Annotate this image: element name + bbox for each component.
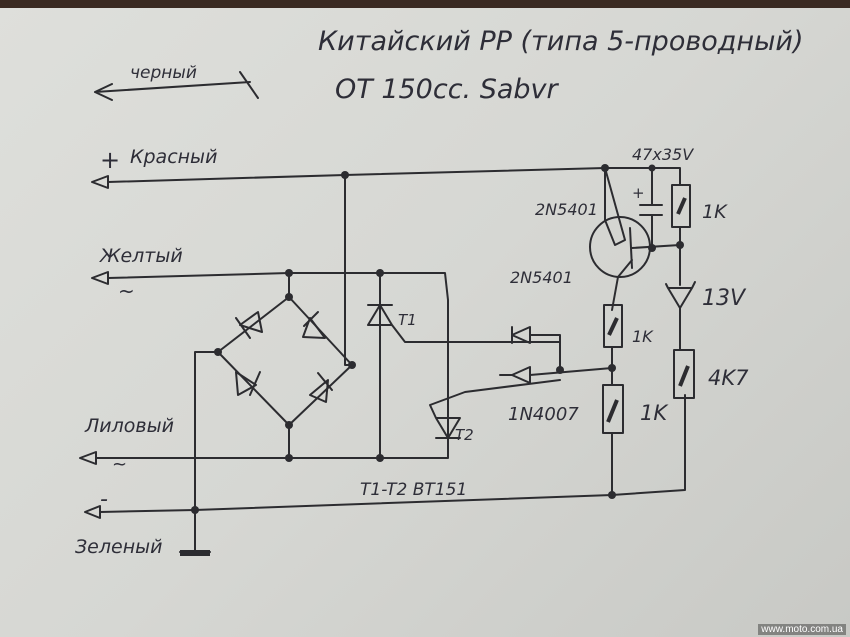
wire-yellow	[91, 271, 449, 406]
junction-dots	[191, 164, 684, 514]
ground-symbol	[180, 550, 210, 556]
label-r-top: 1K	[702, 201, 728, 223]
label-diode: 1N4007	[508, 404, 579, 425]
label-red: Красный	[130, 146, 217, 168]
label-lilac: Лиловый	[84, 415, 174, 437]
resistor-1k-top	[671, 184, 691, 286]
scr-t2	[379, 379, 561, 459]
resistor-4k7	[673, 349, 695, 399]
label-scr-type: T1-T2 BT151	[360, 480, 467, 500]
table-edge	[0, 0, 850, 8]
label-zener: 13V	[702, 286, 747, 311]
watermark: www.moto.com.ua	[758, 624, 846, 635]
sign-red: +	[100, 146, 120, 174]
label-t1: T1	[398, 311, 417, 329]
label-yellow: Желтый	[99, 245, 183, 267]
black-wire-arrow	[94, 71, 259, 101]
label-black: черный	[130, 63, 197, 83]
resistor-1k-mid	[603, 304, 623, 386]
label-green: Зеленый	[75, 536, 162, 558]
label-capacitor-plus: +	[632, 184, 645, 202]
label-r-mid: 1K	[632, 327, 654, 346]
label-capacitor: 47x35V	[632, 145, 694, 164]
title-line1: Китайский РР (типа 5-проводный)	[318, 26, 804, 57]
label-r-4k7: 4K7	[708, 366, 749, 390]
resistor-1k-bottom	[602, 384, 624, 496]
bridge-rectifier	[194, 296, 353, 511]
label-r-bottom: 1K	[640, 401, 669, 425]
capacitor-47uf	[639, 167, 663, 249]
label-transistor-1: 2N5401	[535, 200, 598, 219]
sign-yellow: ~	[118, 279, 135, 303]
sign-green: -	[100, 487, 108, 512]
scr-t1	[367, 299, 561, 459]
title-line2: ОТ 150сс. Sabvr	[335, 74, 560, 105]
wire-green	[84, 394, 686, 553]
diode-1n4007-pair	[499, 326, 613, 384]
label-transistor-2: 2N5401	[510, 268, 573, 287]
label-t2: T2	[455, 426, 474, 444]
zener-13v	[665, 281, 696, 351]
sign-lilac: ~	[112, 454, 127, 475]
